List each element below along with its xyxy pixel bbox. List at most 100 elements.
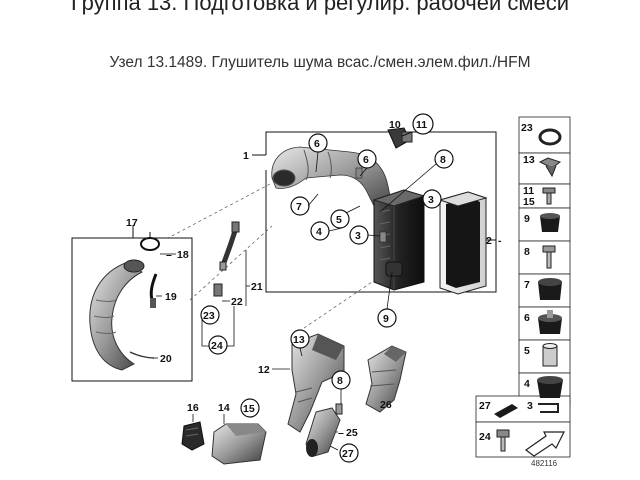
dashed-links [167, 183, 373, 329]
svg-text:15: 15 [243, 403, 255, 415]
hex-bolt-icon [496, 429, 510, 452]
label-12: 12 [258, 364, 270, 376]
legend-5: 5 [524, 345, 530, 357]
sleeve-icon [542, 343, 558, 367]
callout-9: 9 [377, 308, 397, 328]
filter-element [438, 191, 488, 295]
label-18-dash: – [166, 249, 172, 261]
callout-8a: 8 [434, 149, 454, 169]
part-16 [181, 421, 205, 451]
arrow-icon [524, 431, 565, 457]
label-10: 10 [389, 119, 401, 131]
svg-text:6: 6 [314, 138, 320, 150]
svg-text:7: 7 [296, 201, 302, 213]
svg-text:5: 5 [336, 214, 342, 226]
bolt-icon [542, 245, 556, 269]
left-box-frame [71, 225, 193, 382]
leader-lines-main [307, 151, 437, 310]
screw-icon [542, 187, 556, 205]
grommet-icon [540, 213, 560, 232]
legend-3: 3 [527, 400, 533, 412]
clip-icon [538, 403, 559, 413]
expanding-rivet-icon [538, 157, 562, 178]
callouts-left: 23 24 [200, 305, 228, 355]
label-26: 26 [380, 399, 392, 411]
assembly-frame [252, 131, 497, 293]
svg-text:9: 9 [383, 313, 389, 325]
legend-9: 9 [524, 213, 530, 225]
svg-text:8: 8 [440, 154, 446, 166]
callout-23: 23 [200, 305, 220, 325]
group-title: Группа 13. Подготовка и регулир. рабочей… [70, 0, 569, 15]
o-ring-icon [538, 128, 562, 146]
callout-6a: 6 [308, 133, 328, 153]
label-17: 17 [126, 217, 138, 229]
svg-text:24: 24 [211, 340, 223, 352]
legend-27: 27 [479, 400, 491, 412]
part-14 [211, 423, 267, 465]
callout-27: 27 [339, 443, 359, 463]
label-16: 16 [187, 402, 199, 414]
svg-text:3: 3 [355, 230, 361, 242]
duct-26 [365, 345, 407, 413]
callout-6b: 6 [357, 149, 377, 169]
hfm-sensor [387, 127, 413, 149]
legend-6: 6 [524, 312, 530, 324]
callouts-bottom: 13 8 15 27 [240, 329, 359, 463]
label-1: 1 [243, 150, 249, 162]
label-20: 20 [160, 353, 172, 365]
svg-text:3: 3 [428, 194, 434, 206]
label-14: 14 [218, 402, 230, 414]
svg-text:8: 8 [337, 375, 343, 387]
label-2: 2 [486, 235, 492, 247]
legend-7: 7 [524, 279, 530, 291]
label-18: 18 [177, 249, 189, 261]
callout-13: 13 [290, 329, 310, 349]
svg-text:13: 13 [293, 334, 305, 346]
legend-13: 13 [523, 154, 535, 166]
air-duct-12 [287, 333, 345, 433]
vent-hose [213, 221, 240, 297]
label-25-dash: – [338, 427, 344, 439]
legend-24: 24 [479, 431, 491, 443]
assembly-subtitle: Узел 13.1489. Глушитель шума всас./смен.… [109, 54, 531, 71]
callout-24: 24 [208, 335, 228, 355]
label-21: 21 [251, 281, 263, 293]
rubber-mount-icon-4 [537, 376, 563, 398]
rubber-mount-icon-7 [538, 278, 562, 300]
foam-strip-icon [494, 404, 518, 418]
intake-hose [89, 237, 160, 371]
callout-4: 4 [310, 221, 330, 241]
label-2-dash: - [498, 235, 502, 247]
legend-11: 11 [523, 185, 534, 197]
callout-3b: 3 [349, 225, 369, 245]
rubber-mount-icon-6 [538, 310, 562, 334]
svg-text:27: 27 [342, 448, 354, 460]
legend-23: 23 [521, 122, 533, 134]
label-22: 22 [231, 296, 243, 308]
svg-text:11: 11 [416, 119, 427, 131]
callout-11: 11 [412, 113, 434, 135]
leader-lines-left [154, 253, 176, 359]
callout-7: 7 [290, 196, 310, 216]
duct-25 [305, 403, 343, 457]
legend-8: 8 [524, 246, 530, 258]
legend-15: 15 [523, 196, 535, 208]
svg-text:4: 4 [316, 226, 322, 238]
legend-labels: 23 13 11 15 9 8 7 6 5 4 27 3 24 [479, 122, 535, 443]
small-screws [355, 167, 387, 243]
label-19: 19 [165, 291, 177, 303]
svg-text:6: 6 [363, 154, 369, 166]
callout-5: 5 [330, 209, 350, 229]
diagram-number: 482116 [531, 459, 558, 468]
legend-4: 4 [524, 378, 530, 390]
svg-text:23: 23 [203, 310, 215, 322]
callout-8b: 8 [331, 370, 351, 390]
callout-3a: 3 [422, 189, 442, 209]
label-25: 25 [346, 427, 358, 439]
air-filter-housing [372, 189, 426, 291]
callout-15: 15 [240, 398, 260, 418]
callouts-main: 6 6 8 7 5 4 3 3 11 9 [290, 113, 454, 328]
